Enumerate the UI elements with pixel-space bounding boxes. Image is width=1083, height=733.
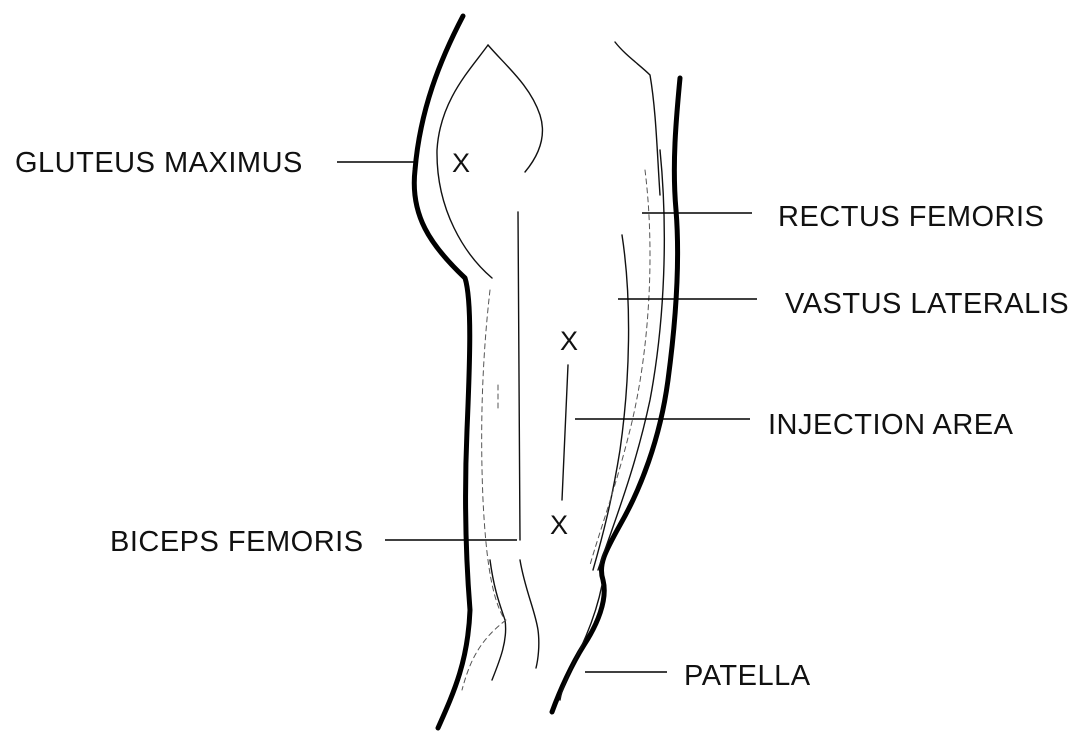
leader-lines xyxy=(337,161,757,673)
gluteal-region xyxy=(436,44,544,541)
vastus-lateralis-inner xyxy=(589,169,651,566)
patellar-tendon xyxy=(559,584,603,701)
label-biceps-femoris: BICEPS FEMORIS xyxy=(110,526,364,558)
anterior-muscles xyxy=(559,41,666,701)
injection-lower-marker: X xyxy=(550,510,568,540)
gluteus-maximus-outline xyxy=(436,44,493,279)
injection-area-bar xyxy=(561,364,569,501)
gluteal-site-marker: X xyxy=(452,148,470,178)
posterior-muscles xyxy=(461,289,540,691)
biceps-femoris-border xyxy=(481,289,506,621)
anterior-contour xyxy=(549,75,683,715)
posterior-contour xyxy=(411,13,473,731)
leg-outline xyxy=(411,13,683,731)
rectus-femoris-upper xyxy=(614,41,661,196)
injection-upper-marker: X xyxy=(560,326,578,356)
label-patella: PATELLA xyxy=(684,660,811,692)
label-vastus-lateralis: VASTUS LATERALIS xyxy=(785,288,1069,320)
label-injection-area: INJECTION AREA xyxy=(768,409,1014,441)
label-gluteus-maximus: GLUTEUS MAXIMUS xyxy=(15,147,303,179)
label-rectus-femoris: RECTUS FEMORIS xyxy=(778,201,1044,233)
gluteus-inner-outline xyxy=(487,44,544,173)
calf-line xyxy=(461,619,507,691)
femur-midline xyxy=(517,211,521,541)
rectus-femoris-border xyxy=(597,149,666,571)
knee-crease xyxy=(519,559,540,669)
knee-posterior-line xyxy=(489,559,507,681)
vastus-lateralis-border xyxy=(592,234,630,571)
